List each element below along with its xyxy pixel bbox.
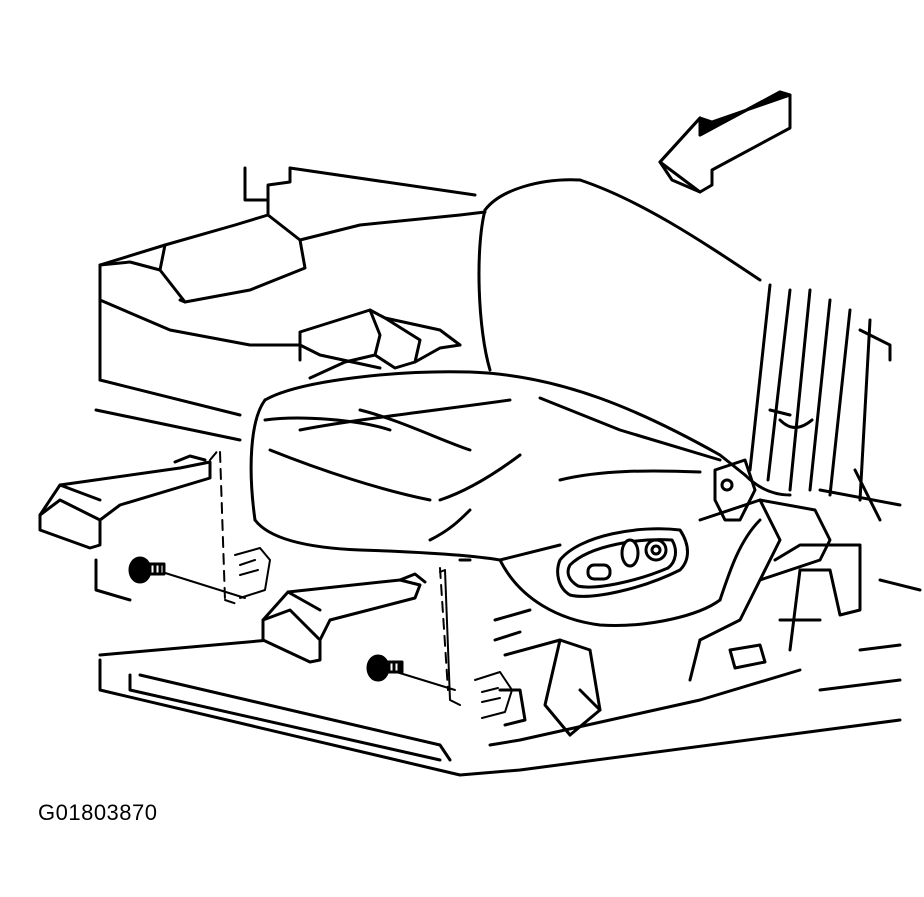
seat-back-icon	[477, 178, 872, 502]
track-cover-right-icon	[261, 572, 427, 664]
anchor-bracket-right-icon	[474, 671, 513, 719]
seat-track-icon	[488, 498, 862, 747]
bolt-right-icon	[366, 654, 404, 682]
figure-id-label: G01803870	[38, 800, 158, 825]
seat-cushion-icon	[249, 370, 792, 627]
anchor-bracket-left-icon	[234, 547, 271, 599]
bolt-left-icon	[128, 556, 166, 584]
leader-lines-icon	[209, 447, 449, 691]
seat-switch-panel-icon	[556, 527, 689, 598]
vehicle-floor-icon	[94, 166, 922, 777]
direction-arrow-icon	[658, 90, 792, 194]
track-cover-left-icon	[38, 454, 212, 550]
